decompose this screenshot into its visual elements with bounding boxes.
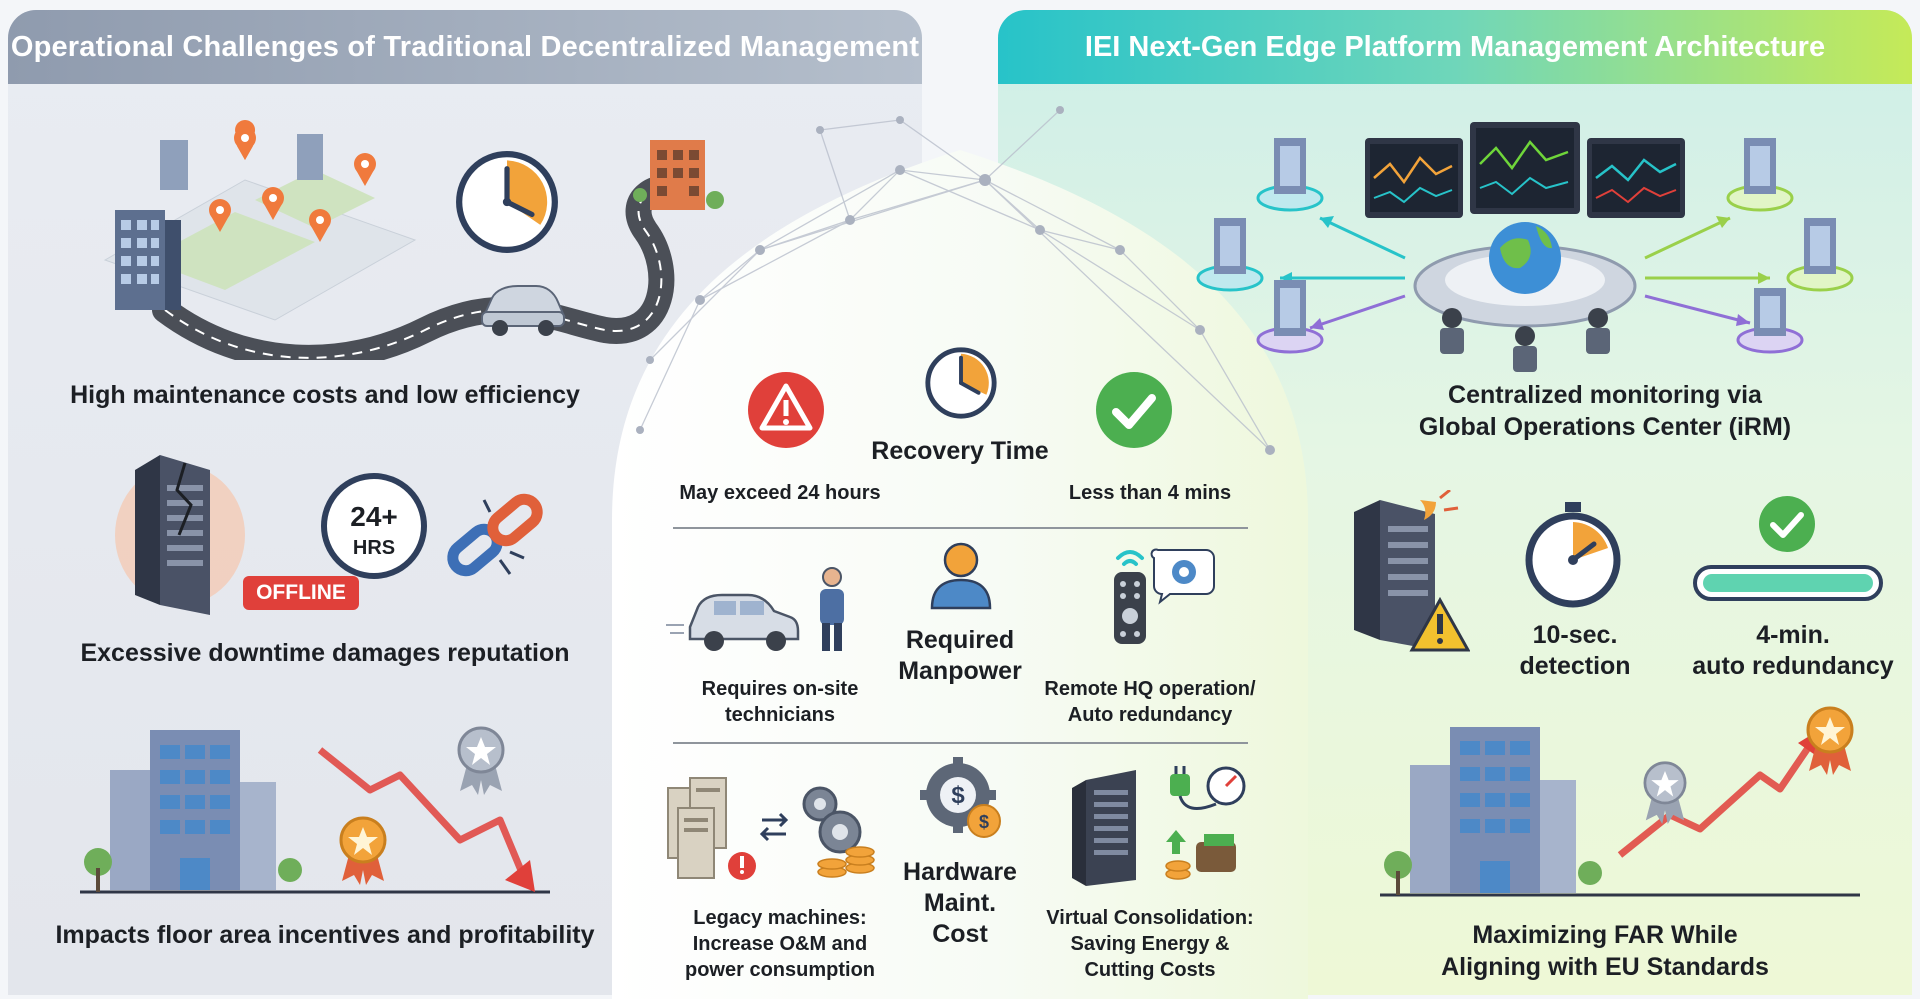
warning-icon [748,372,824,448]
medal-icon [339,816,387,885]
virtual-consolidation-icon [1072,766,1246,886]
medal-gray-icon [457,726,505,795]
monitoring-center-icon [1196,122,1854,372]
hardware-left-2: Increase O&M and [692,933,868,955]
hardware-left-1: Legacy machines: [693,907,867,929]
redundancy-line2: auto redundancy [1692,652,1894,680]
hardware-title-2: Maint. [923,889,997,917]
detection-line1: 10-sec. [1532,621,1618,649]
clock-24-icon: 24+ HRS [321,473,427,579]
left-caption-3: Impacts floor area incentives and profit… [55,921,595,949]
offline-badge: OFFLINE [243,576,359,610]
right-header: IEI Next-Gen Edge Platform Management Ar… [998,10,1912,84]
car-icon [481,285,566,336]
manpower-title-1: Required [905,626,1015,654]
left-caption-2: Excessive downtime damages reputation [80,639,570,667]
person-icon [930,542,992,610]
recovery-clock-icon [925,347,997,419]
recovery-right: Less than 4 mins [1068,482,1232,504]
right-caption-3a: Maximizing FAR While [1472,921,1738,949]
hardware-left-3: power consumption [685,959,875,981]
manpower-right-1: Remote HQ operation/ [1044,678,1256,700]
center-divider-2 [673,742,1248,744]
medal-gold-right-icon [1806,706,1854,775]
medal-gray-right-icon [1643,761,1687,824]
detection-line2: detection [1519,652,1631,680]
redundancy-line1: 4-min. [1756,621,1830,649]
progress-bar-icon [1693,565,1883,601]
right-caption-1b: Global Operations Center (iRM) [1418,413,1792,441]
recovery-title: Recovery Time [871,437,1049,465]
right-caption-3b: Aligning with EU Standards [1441,953,1769,981]
right-caption-1a: Centralized monitoring via [1448,381,1762,409]
left-caption-1: High maintenance costs and low efficienc… [70,381,580,409]
clock-24-line2: HRS [353,537,395,559]
legacy-machines-icon [667,777,875,880]
recovery-left: May exceed 24 hours [679,482,881,504]
hardware-right-2: Saving Energy & [1070,933,1230,955]
building-growth-icon [1380,727,1860,897]
hardware-title-1: Hardware [903,858,1017,886]
server-broken-icon [115,455,245,615]
manpower-title-2: Manpower [898,657,1022,685]
svg-text:$: $ [979,812,989,832]
clock-24-line1: 24+ [350,501,398,532]
manpower-left-1: Requires on-site [701,678,859,700]
redundancy-check-icon [1759,496,1815,552]
center-divider-1 [673,527,1248,529]
remote-control-icon [1114,548,1215,644]
server-alert-icon [1354,490,1470,652]
hardware-right-3: Cutting Costs [1084,959,1216,981]
city-map-icon [103,120,724,360]
svg-text:$: $ [951,782,965,809]
manpower-right-2: Auto redundancy [1067,704,1233,726]
hardware-right-1: Virtual Consolidation: [1046,907,1254,929]
gear-dollar-icon: $ $ [920,757,1001,838]
manpower-left-2: technicians [724,704,836,726]
stopwatch-icon [1525,502,1621,608]
car-technician-icon [666,567,844,651]
link-broken-icon [447,493,543,577]
building-icon [80,730,550,894]
left-header: Operational Challenges of Traditional De… [8,10,922,84]
hardware-title-3: Cost [932,920,988,948]
check-icon [1096,372,1172,448]
clock-icon [456,151,558,253]
